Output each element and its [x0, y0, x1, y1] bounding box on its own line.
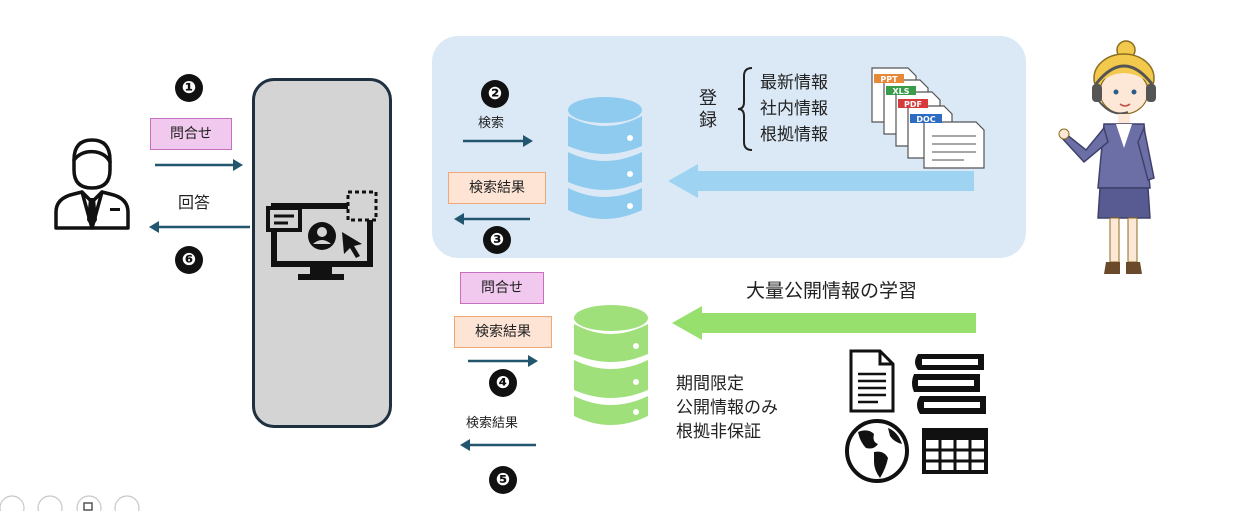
arrow-to-green-db: [468, 355, 538, 367]
learning-label: 大量公開情報の学習: [746, 280, 918, 302]
arrow-to-user: [149, 221, 250, 233]
note-no-evidence: 根拠非保証: [676, 422, 761, 442]
step-2-marker: ❷: [481, 80, 509, 108]
doc-type-xls: XLS: [892, 87, 909, 96]
slide-toolbar: [0, 492, 150, 515]
register-label: 登録: [699, 88, 717, 131]
search-label: 検索: [478, 116, 505, 131]
limitation-notes: 期間限定 公開情報のみ 根拠非保証: [676, 372, 778, 444]
note-public-only: 公開情報のみ: [676, 398, 778, 418]
answer-label: 回答: [178, 193, 211, 212]
arrow-from-blue-db: [454, 213, 530, 225]
notes-icon: [37, 495, 63, 515]
doc-type-doc: DOC: [916, 115, 935, 124]
document-icon: [849, 349, 895, 413]
doc-type-ppt: PPT: [880, 75, 898, 84]
camera-icon: [76, 495, 102, 515]
step-1-marker: ❶: [175, 74, 203, 102]
blue-database-icon: [568, 97, 642, 219]
doc-type-pdf: PDF: [904, 100, 922, 109]
register-item-evidence: 根拠情報: [760, 125, 828, 145]
user-icon: [54, 138, 130, 230]
zoom-icon: [0, 495, 25, 515]
operator-woman-illustration: [1058, 40, 1156, 274]
step-3-marker: ❸: [483, 226, 511, 254]
note-limited-period: 期間限定: [676, 374, 744, 394]
register-item-latest: 最新情報: [760, 73, 828, 93]
arrow-to-blue-db: [463, 135, 533, 147]
step-6-marker: ❻: [175, 246, 203, 274]
books-icon: [912, 354, 986, 414]
globe-icon: [845, 419, 909, 483]
register-bracket: [737, 67, 753, 151]
search-result-label-bottom: 検索結果: [466, 416, 519, 431]
register-item-internal: 社内情報: [760, 99, 828, 119]
search-result-box-bottom: 検索結果: [454, 316, 552, 348]
arrow-to-client: [155, 159, 243, 171]
table-grid-icon: [922, 428, 988, 474]
learning-arrow: [672, 306, 976, 340]
green-database-icon: [574, 305, 648, 425]
more-icon: [114, 495, 140, 515]
monitor-user-icon: [266, 190, 378, 280]
register-items: 最新情報 社内情報 根拠情報: [760, 70, 828, 148]
inquiry-box-left: 問合せ: [150, 118, 232, 150]
inquiry-box-bottom: 問合せ: [460, 272, 544, 304]
step-5-marker: ❺: [489, 466, 517, 494]
search-result-box-top: 検索結果: [448, 172, 546, 204]
arrow-from-green-db: [460, 439, 536, 451]
step-4-marker: ❹: [489, 369, 517, 397]
register-arrow: [668, 164, 974, 198]
document-stack-icon: PPT XLS PDF DOC: [871, 67, 985, 169]
